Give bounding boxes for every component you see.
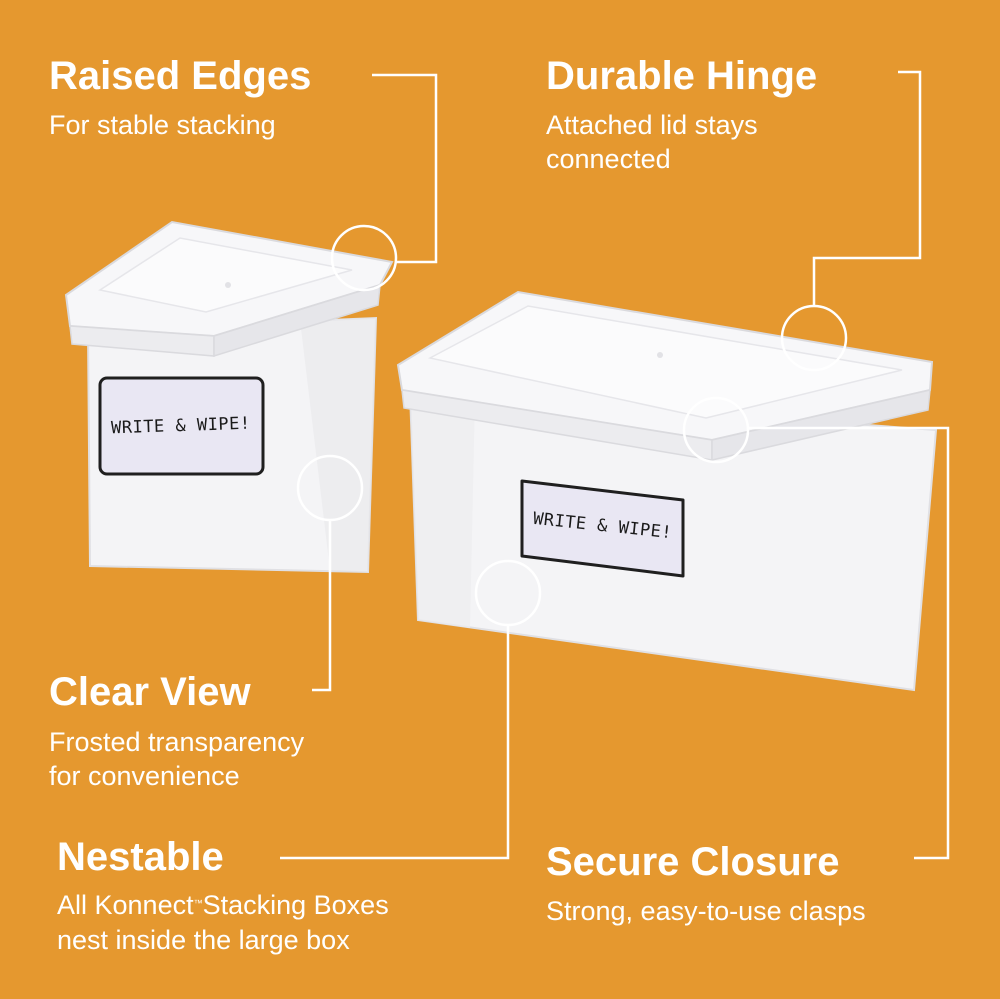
trademark-symbol: ™ (193, 898, 203, 908)
feature-desc-nestable-line1: All Konnect™Stacking Boxes (57, 888, 389, 922)
feature-desc-nestable-text: All Konnect (57, 890, 194, 920)
feature-desc-nestable-line2: nest inside the large box (57, 925, 350, 955)
small-box-label: WRITE & WIPE! (111, 414, 251, 439)
feature-desc-clear-view-line1: Frosted transparency (49, 727, 305, 757)
leader-line-clear-view (312, 520, 332, 692)
feature-title-nestable: Nestable (57, 835, 224, 879)
feature-title-raised-edges: Raised Edges (49, 54, 312, 98)
leader-line-secure-closure (748, 426, 950, 860)
feature-desc-raised-edges: For stable stacking (49, 110, 276, 140)
feature-title-durable-hinge: Durable Hinge (546, 54, 818, 98)
feature-desc-durable-hinge-line1: Attached lid stays (546, 110, 758, 140)
callout-circle-raised-edges (330, 224, 398, 292)
large-storage-box: WRITE & WIPE! (396, 290, 938, 692)
leader-line-durable-hinge (812, 70, 922, 306)
callout-circle-secure-closure (682, 396, 750, 464)
feature-desc-durable-hinge-line2: connected (546, 144, 671, 174)
feature-desc-nestable-text-2: Stacking Boxes (202, 890, 389, 920)
feature-title-clear-view: Clear View (49, 670, 251, 714)
feature-title-secure-closure: Secure Closure (546, 840, 840, 884)
feature-desc-secure-closure: Strong, easy-to-use clasps (546, 896, 866, 926)
leader-line-raised-edges (372, 73, 438, 264)
feature-desc-clear-view-line2: for convenience (49, 761, 240, 791)
small-storage-box: WRITE & WIPE! (64, 220, 394, 574)
leader-line-nestable (280, 625, 510, 860)
